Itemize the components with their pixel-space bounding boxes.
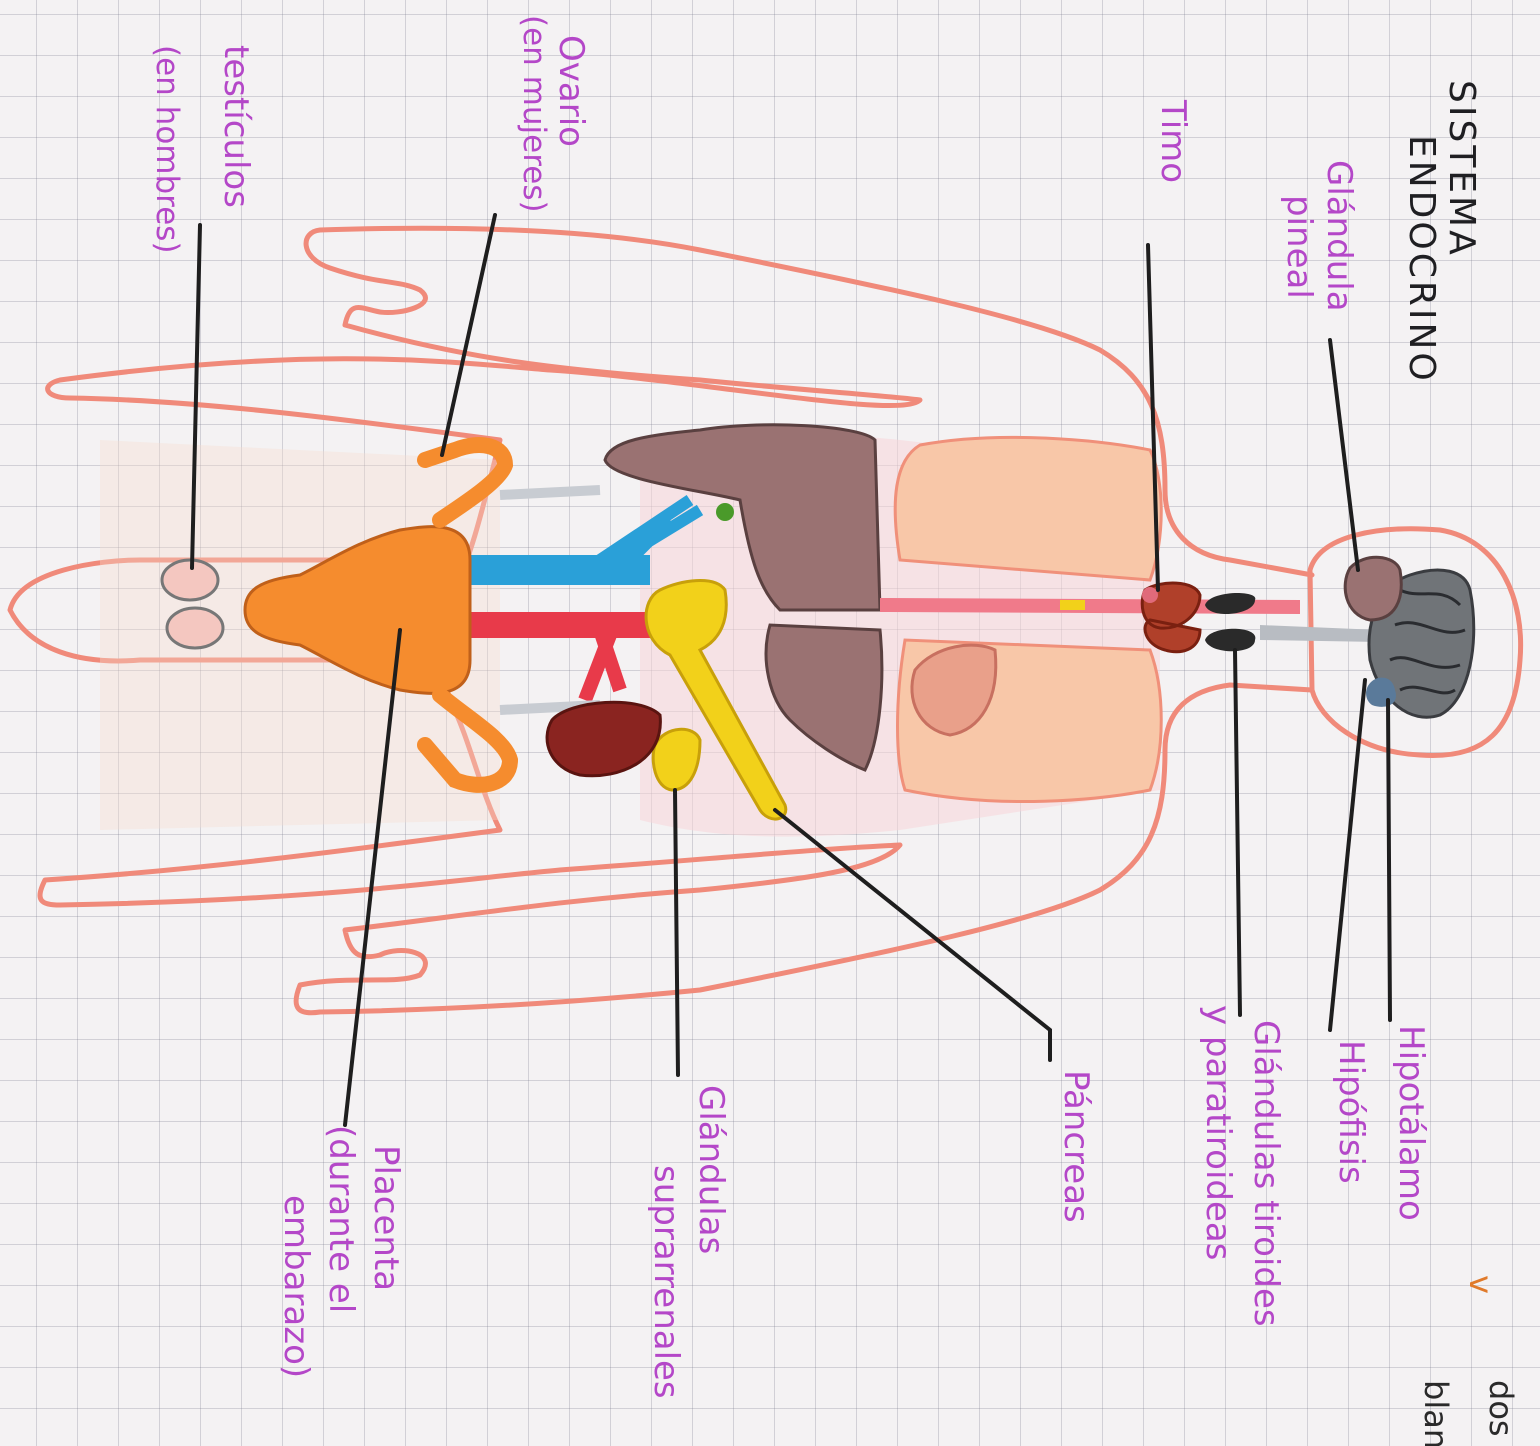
- renal-artery: [585, 630, 620, 700]
- label-tiroides-line1: Glándulas tiroides: [1246, 1020, 1286, 1327]
- label-testiculos: testículos (en hombres): [149, 45, 256, 254]
- label-placenta-line3: embarazo): [276, 1195, 316, 1378]
- right-lung: [895, 437, 1161, 580]
- title-line-1: SISTEMA: [1441, 80, 1482, 258]
- windpipe: [1260, 625, 1380, 642]
- label-tiroides: Glándulas tiroides y paratiroideas: [1198, 1005, 1286, 1327]
- title-line-2: ENDOCRINO: [1401, 135, 1442, 384]
- label-tiroides-line2: y paratiroideas: [1198, 1005, 1238, 1260]
- label-timo: Timo: [1153, 99, 1193, 183]
- gallbladder: [716, 503, 734, 521]
- thyroid: [1205, 593, 1255, 651]
- label-pancreas: Páncreas: [1056, 1070, 1096, 1223]
- label-hipofisis: Hipófisis: [1331, 1040, 1371, 1184]
- corner-mark-text: v: [1462, 1275, 1500, 1294]
- label-placenta: Placenta (durante el embarazo): [276, 1125, 406, 1378]
- thymus-spot: [1142, 587, 1158, 603]
- label-suprarrenales-line1: Glándulas: [691, 1085, 731, 1254]
- leader-pancreas: [775, 810, 1050, 1060]
- corner-note-line2: blanco: [1417, 1380, 1455, 1446]
- leader-hipotalamo: [1388, 700, 1390, 1020]
- label-testiculos-line1: testículos: [216, 45, 256, 208]
- aorta: [470, 612, 670, 638]
- testicle-left: [162, 560, 218, 600]
- testicle-right: [167, 608, 223, 648]
- label-hipotalamo-text: Hipotálamo: [1391, 1025, 1431, 1221]
- label-placenta-line2: (durante el: [321, 1125, 361, 1313]
- corner-note: dos blanco: [1417, 1380, 1520, 1446]
- corner-note-line1: dos: [1482, 1380, 1520, 1437]
- leader-tiroides: [1235, 650, 1240, 1015]
- label-glandula-pineal: Glándula pineal: [1279, 160, 1359, 312]
- leader-ovario: [442, 215, 495, 455]
- label-testiculos-line2: (en hombres): [149, 45, 185, 254]
- parathyroid-mark: [1060, 600, 1085, 610]
- label-glandula-pineal-line2: pineal: [1279, 195, 1319, 299]
- corner-mark: v: [1462, 1275, 1500, 1294]
- ureters: [500, 490, 600, 710]
- label-suprarrenales-line2: suprarrenales: [646, 1165, 686, 1399]
- title-block: SISTEMA ENDOCRINO: [1401, 80, 1482, 384]
- label-glandula-pineal-line1: Glándula: [1319, 160, 1359, 312]
- label-placenta-line1: Placenta: [366, 1145, 406, 1291]
- pituitary-gland: [1366, 678, 1396, 707]
- label-suprarrenales: Glándulas suprarrenales: [646, 1085, 731, 1399]
- leader-suprarrenales: [675, 790, 678, 1075]
- pineal-gland: [1345, 557, 1401, 620]
- label-ovario-line2: (en mujeres): [516, 15, 552, 213]
- label-ovario-line1: Ovario: [551, 35, 591, 147]
- label-hipotalamo: Hipotálamo: [1391, 1025, 1431, 1221]
- label-pancreas-text: Páncreas: [1056, 1070, 1096, 1223]
- label-hipofisis-text: Hipófisis: [1331, 1040, 1371, 1184]
- label-ovario: Ovario (en mujeres): [516, 15, 591, 213]
- label-timo-text: Timo: [1153, 99, 1193, 183]
- leader-glandula-pineal: [1330, 340, 1358, 570]
